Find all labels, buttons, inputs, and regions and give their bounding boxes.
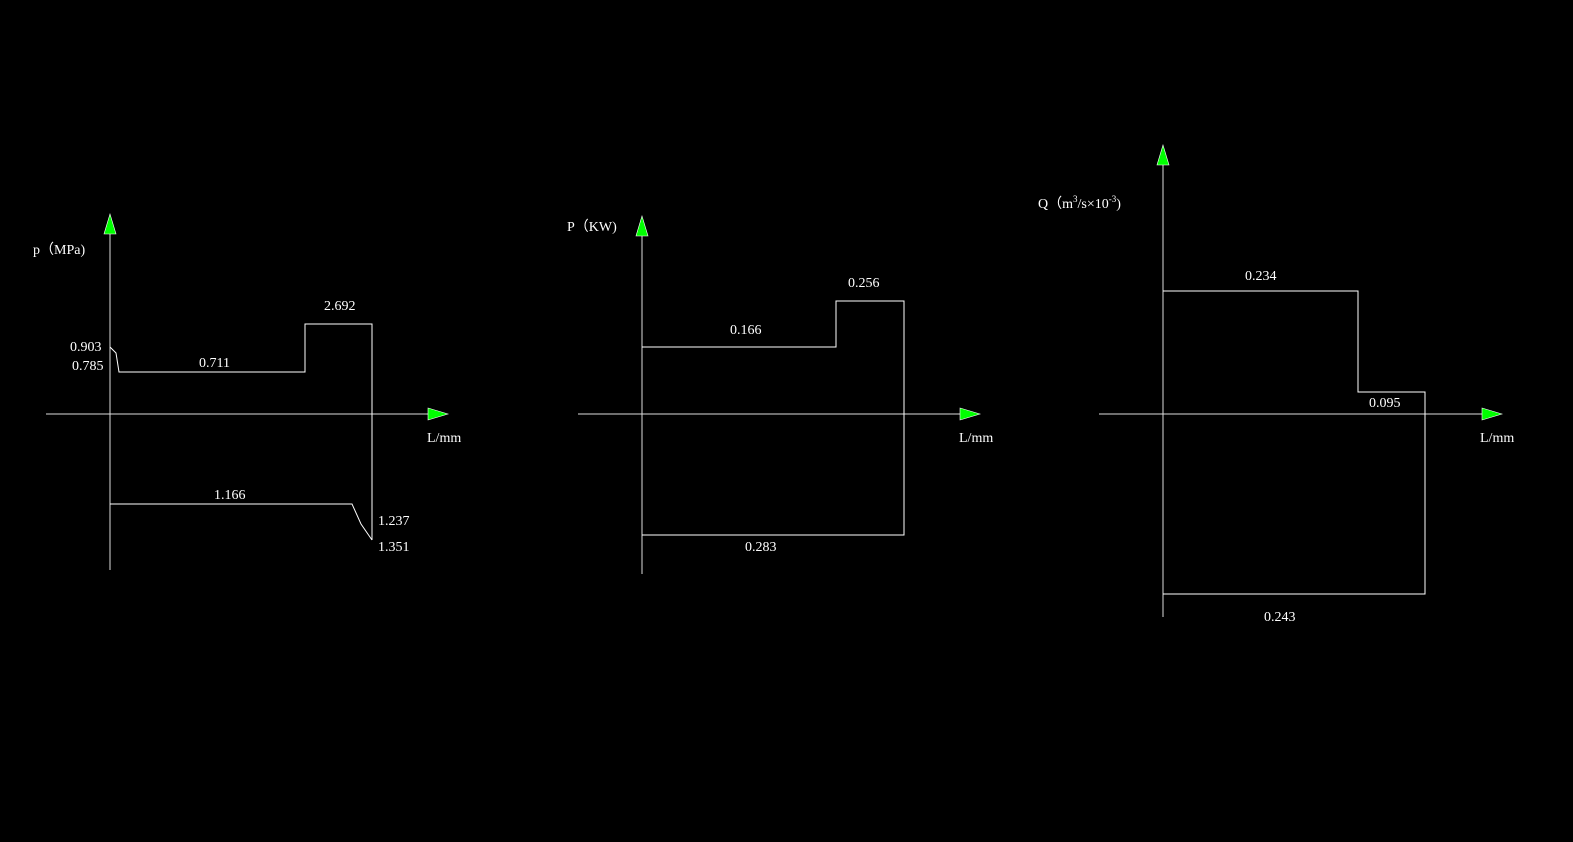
value-label: 0.243 [1264, 610, 1296, 625]
value-label: 0.903 [70, 340, 102, 355]
power-curve [642, 300, 905, 536]
flow-diagram: Q（m3/s×10-3) L/mm 0.234 0.095 0.243 [1038, 143, 1514, 625]
power-diagram: P（KW) L/mm 0.166 0.256 0.283 [567, 214, 993, 574]
y-axis-label: P（KW) [567, 219, 617, 235]
lower-curve [110, 503, 373, 541]
value-label: 0.785 [72, 359, 104, 374]
y-axis-arrow-icon [635, 214, 649, 237]
pressure-diagram: p（MPa) L/mm 0.903 0.785 0.711 2.692 1.16… [33, 212, 461, 570]
y-axis-arrow-icon [1156, 143, 1170, 166]
y-axis-label: p（MPa) [33, 242, 85, 258]
value-label: 0.283 [745, 540, 777, 555]
value-label: 0.256 [848, 276, 880, 291]
x-axis-label: L/mm [959, 431, 993, 446]
value-label: 1.351 [378, 540, 410, 555]
x-axis-arrow-icon [427, 407, 450, 421]
y-axis-arrow-icon [103, 212, 117, 235]
x-axis-label: L/mm [427, 431, 461, 446]
y-axis-label: Q（m3/s×10-3) [1038, 194, 1121, 212]
x-axis-arrow-icon [1481, 407, 1504, 421]
value-label: 0.166 [730, 323, 762, 338]
upper-curve [109, 323, 373, 540]
value-label: 2.692 [324, 299, 356, 314]
value-label: 1.237 [378, 514, 410, 529]
value-label: 0.234 [1245, 269, 1277, 284]
value-label: 1.166 [214, 488, 246, 503]
x-axis-label: L/mm [1480, 431, 1514, 446]
value-label: 0.095 [1369, 396, 1401, 411]
value-label: 0.711 [199, 356, 230, 371]
flow-curve [1163, 290, 1426, 595]
x-axis-arrow-icon [959, 407, 982, 421]
